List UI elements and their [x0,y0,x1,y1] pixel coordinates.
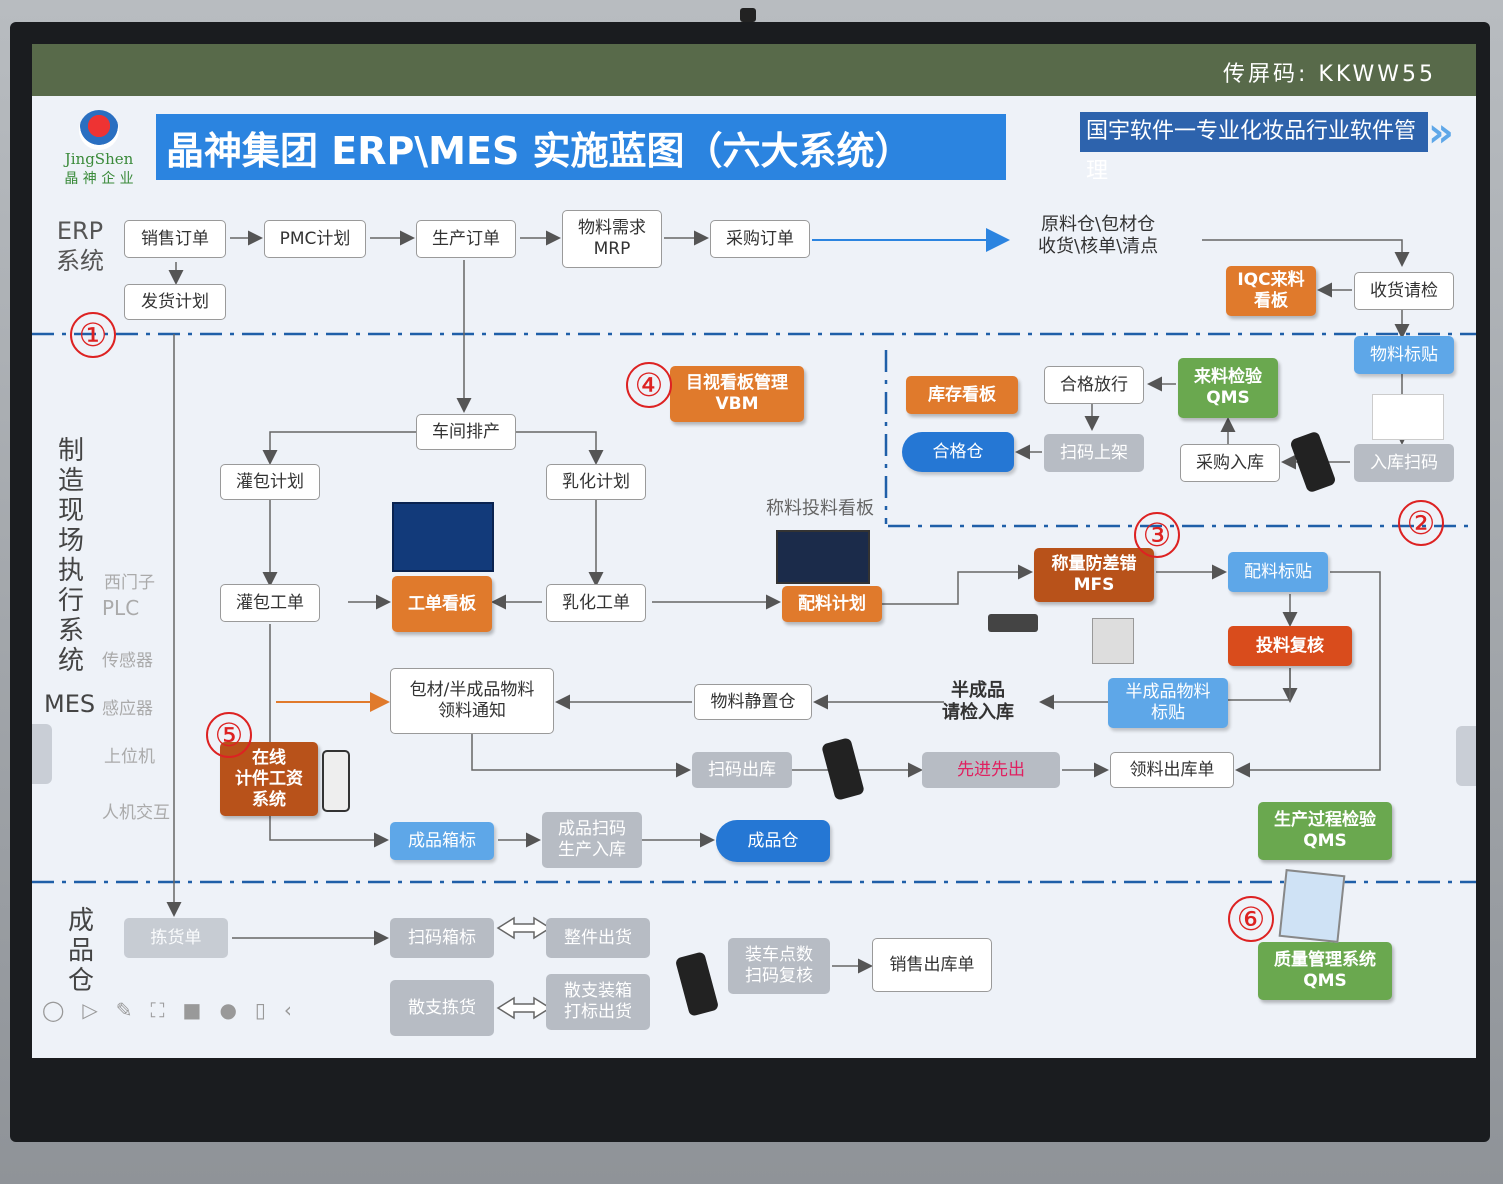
node-mrp[interactable]: 物料需求 MRP [562,210,662,268]
side-tab-right[interactable] [1456,726,1476,786]
marker-2: ② [1398,500,1444,546]
node-qualified-warehouse[interactable]: 合格仓 [902,432,1014,472]
section-erp: ERP 系统 [56,217,104,275]
side-label: 传感器 [102,651,153,671]
marker-5: ⑤ [206,712,252,758]
node-batch-plan[interactable]: 配料计划 [782,586,882,622]
node-semi-inbound: 半成品 请检入库 [942,680,1014,723]
display-screen: 传屏码: KKWW55 JingShen 晶 神 企 业 晶神集团 ERP\ME… [32,44,1476,1058]
node-fg-scan-inbound[interactable]: 成品扫码 生产入库 [542,812,642,868]
camera-icon[interactable]: ■ [182,998,202,1022]
vendor-banner-text: 国宇软件一专业化妆品行业软件管理 [1086,119,1417,184]
circle-icon[interactable]: ◯ [42,998,65,1022]
node-emulsify-order[interactable]: 乳化工单 [546,584,646,622]
node-emulsify-plan[interactable]: 乳化计划 [546,464,646,500]
node-filling-order[interactable]: 灌包工单 [220,584,320,622]
marker-1: ① [70,312,116,358]
side-label: 人机交互 [102,803,170,823]
node-process-qms[interactable]: 生产过程检验 QMS [1258,802,1392,860]
marker-3: ③ [1134,512,1180,558]
camera-icon [740,8,756,22]
phone-icon[interactable]: ▯ [254,998,266,1022]
capture-icon[interactable]: ⛶ [150,998,165,1022]
node-sales-order[interactable]: 销售订单 [124,220,226,258]
node-scan-box-label[interactable]: 扫码箱标 [390,918,494,958]
tablet-icon [1278,869,1346,943]
top-strip: 传屏码: KKWW55 [32,44,1476,96]
node-issue-notice[interactable]: 包材/半成品物料 领料通知 [390,668,554,734]
section-fg: 成品仓 [67,906,94,996]
phone-icon [322,750,350,812]
node-feed-review[interactable]: 投料复核 [1228,626,1352,666]
vendor-banner: 国宇软件一专业化妆品行业软件管理 [1080,112,1428,184]
dashboard-screen-icon [392,502,494,572]
section-mes: 制造现场执行系统 [57,436,84,676]
node-purchase-order[interactable]: 采购订单 [710,220,810,258]
section-mes-abbr: MES [44,690,96,718]
node-shipping-plan[interactable]: 发货计划 [124,284,226,320]
node-inbound-scan[interactable]: 入库扫码 [1354,444,1454,482]
node-qms[interactable]: 质量管理系统 QMS [1258,942,1392,1000]
node-loose-packing[interactable]: 散支装箱 打标出货 [546,974,650,1030]
node-loose-picking[interactable]: 散支拣货 [390,980,494,1036]
side-label: 上位机 [104,747,155,767]
chat-icon[interactable]: ● [219,998,237,1022]
node-iqc-board[interactable]: IQC来料 看板 [1226,266,1316,316]
node-qualified-release[interactable]: 合格放行 [1044,366,1144,404]
pen-icon[interactable]: ✎ [115,998,133,1022]
marker-4: ④ [626,362,672,408]
node-purchase-inbound[interactable]: 采购入库 [1180,444,1280,482]
node-fg-label[interactable]: 成品箱标 [390,822,494,860]
collapse-icon[interactable]: ‹ [283,998,292,1022]
node-whole-shipping[interactable]: 整件出货 [546,918,650,958]
chevron-right-icon: » [1428,110,1454,156]
node-sales-outbound[interactable]: 销售出库单 [872,938,992,992]
node-material-label[interactable]: 物料标贴 [1354,336,1454,374]
node-batch-label[interactable]: 配料标贴 [1228,552,1328,592]
play-icon[interactable]: ▷ [82,998,98,1022]
side-label: PLC [102,596,140,620]
node-issue-slip[interactable]: 领料出库单 [1110,752,1234,788]
logo-sub: 晶 神 企 业 [64,171,134,187]
node-inventory-board[interactable]: 库存看板 [906,376,1018,414]
node-workorder-board[interactable]: 工单看板 [392,576,492,632]
node-material-standing[interactable]: 物料静置仓 [694,684,812,720]
page-title-text: 晶神集团 ERP\MES 实施蓝图（六大系统） [166,128,913,173]
side-label: 西门子 [104,573,155,593]
side-tab-left[interactable] [32,724,52,784]
node-fifo[interactable]: 先进先出 [922,752,1060,788]
marker-6: ⑥ [1228,896,1274,942]
monitor-screen-icon [776,530,870,584]
node-scan-shelve[interactable]: 扫码上架 [1044,434,1144,472]
node-production-order[interactable]: 生产订单 [416,220,516,258]
node-scan-outbound[interactable]: 扫码出库 [692,752,792,788]
node-workshop-schedule[interactable]: 车间排产 [416,414,516,450]
screen-code: 传屏码: KKWW55 [1223,62,1436,87]
logo-name: JingShen [64,150,134,168]
node-mfs[interactable]: 称量防差错 MFS [1034,548,1154,602]
node-pmc-plan[interactable]: PMC计划 [264,220,366,258]
node-receipt-inspection[interactable]: 收货请检 [1354,272,1454,310]
page-title: 晶神集团 ERP\MES 实施蓝图（六大系统） [156,114,1006,180]
side-label: 感应器 [102,699,153,719]
screen-toolbar: ◯ ▷ ✎ ⛶ ■ ● ▯ ‹ [42,998,292,1022]
node-raw-warehouse: 原料仓\包材仓 收货\核单\清点 [1038,214,1159,257]
logo-icon [79,110,119,150]
node-vbm[interactable]: 目视看板管理 VBM [670,366,804,422]
node-fg-warehouse[interactable]: 成品仓 [716,820,830,862]
scale-icon [988,614,1038,632]
node-filling-plan[interactable]: 灌包计划 [220,464,320,500]
document-icon [1372,394,1444,440]
label-weighing-board: 称料投料看板 [766,498,874,519]
node-semi-label[interactable]: 半成品物料 标贴 [1108,678,1228,728]
node-load-check[interactable]: 装车点数 扫码复核 [728,938,830,994]
logo: JingShen 晶 神 企 业 [44,106,154,206]
node-incoming-qms[interactable]: 来料检验 QMS [1178,358,1278,418]
balance-icon [1092,618,1134,664]
node-picking-list[interactable]: 拣货单 [124,918,228,958]
